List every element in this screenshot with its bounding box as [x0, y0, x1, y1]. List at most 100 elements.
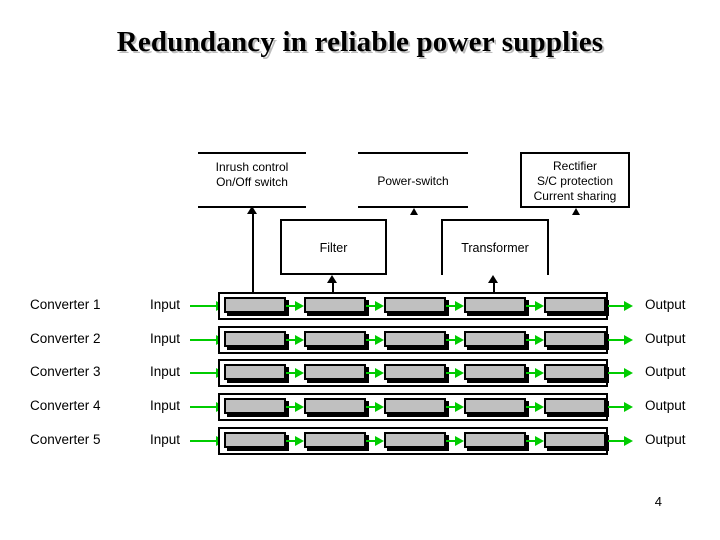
transformer-pointer-arrow-icon — [488, 275, 498, 283]
converter-stage-block-r2-s5 — [544, 331, 606, 347]
inrush-pointer-line — [252, 214, 254, 296]
transformer-pointer-line — [493, 283, 495, 298]
converter-row-output-label-2: Output — [645, 331, 686, 346]
converter-row-input-label-2: Input — [150, 331, 181, 346]
converter-stage-arrow-icon-r1-s1 — [295, 301, 304, 311]
converter-stage-block-r5-s2 — [304, 432, 366, 448]
converter-stage-arrow-icon-r1-s4 — [535, 301, 544, 311]
converter-stage-arrow-icon-r4-s3 — [455, 402, 464, 412]
converter-stage-block-r3-s3 — [384, 364, 446, 380]
converter-stage-arrow-icon-r2-s1 — [295, 335, 304, 345]
converter-row-output-label-5: Output — [645, 432, 686, 447]
converter-stage-block-r3-s2 — [304, 364, 366, 380]
converter-row-output-label-1: Output — [645, 297, 686, 312]
converter-stage-block-r4-s1 — [224, 398, 286, 414]
converter-stage-arrow-icon-r5-s2 — [375, 436, 384, 446]
converter-row-label-3: Converter 3 — [30, 364, 101, 379]
power-switch-pointer-arrow-icon — [410, 208, 418, 215]
converter-input-connector-2 — [190, 339, 218, 341]
converter-stage-connector-r1-s2 — [366, 305, 375, 307]
converter-row-label-5: Converter 5 — [30, 432, 101, 447]
converter-row-input-label-5: Input — [150, 432, 181, 447]
transformer-box: Transformer — [441, 219, 549, 275]
converter-stage-arrow-icon-r4-s4 — [535, 402, 544, 412]
converter-stage-block-r1-s2 — [304, 297, 366, 313]
filter-pointer-arrow-icon — [327, 275, 337, 283]
converter-output-arrow-icon-3 — [624, 368, 633, 378]
converter-input-connector-5 — [190, 440, 218, 442]
converter-row-input-label-1: Input — [150, 297, 181, 312]
converter-row-output-label-3: Output — [645, 364, 686, 379]
converter-stage-block-r2-s1 — [224, 331, 286, 347]
converter-output-connector-5 — [608, 440, 626, 442]
converter-stage-arrow-icon-r5-s3 — [455, 436, 464, 446]
filter-box: Filter — [280, 219, 387, 275]
rectifier-line-2: S/C protection — [536, 174, 614, 188]
converter-row-label-4: Converter 4 — [30, 398, 101, 413]
converter-stage-block-r3-s5 — [544, 364, 606, 380]
converter-stage-block-r4-s4 — [464, 398, 526, 414]
converter-row-label-2: Converter 2 — [30, 331, 101, 346]
converter-stage-block-r2-s2 — [304, 331, 366, 347]
converter-stage-connector-r1-s4 — [526, 305, 535, 307]
converter-stage-connector-r3-s2 — [366, 372, 375, 374]
converter-row-input-label-4: Input — [150, 398, 181, 413]
converter-stage-block-r1-s3 — [384, 297, 446, 313]
converter-stage-connector-r5-s4 — [526, 440, 535, 442]
converter-stage-arrow-icon-r5-s1 — [295, 436, 304, 446]
converter-stage-connector-r3-s3 — [446, 372, 455, 374]
converter-stage-arrow-icon-r1-s2 — [375, 301, 384, 311]
converter-input-connector-3 — [190, 372, 218, 374]
converter-stage-connector-r2-s3 — [446, 339, 455, 341]
rectifier-pointer-arrow-icon — [572, 208, 580, 215]
converter-stage-arrow-icon-r3-s4 — [535, 368, 544, 378]
transformer-box-label: Transformer — [461, 241, 529, 255]
converter-input-connector-1 — [190, 305, 218, 307]
converter-stage-block-r4-s3 — [384, 398, 446, 414]
inrush-control-line-2: On/Off switch — [216, 175, 288, 189]
rectifier-line-1: Rectifier — [552, 159, 597, 173]
converter-row-input-label-3: Input — [150, 364, 181, 379]
converter-stage-block-r1-s1 — [224, 297, 286, 313]
converter-stage-arrow-icon-r4-s2 — [375, 402, 384, 412]
converter-stage-block-r1-s4 — [464, 297, 526, 313]
converter-stage-block-r3-s4 — [464, 364, 526, 380]
rectifier-callout: Rectifier S/C protection Current sharing — [520, 152, 630, 208]
filter-box-label: Filter — [319, 241, 348, 255]
converter-stage-connector-r1-s1 — [286, 305, 295, 307]
converter-stage-connector-r4-s3 — [446, 406, 455, 408]
converter-output-arrow-icon-2 — [624, 335, 633, 345]
converter-stage-connector-r4-s2 — [366, 406, 375, 408]
converter-stage-connector-r4-s1 — [286, 406, 295, 408]
page-number: 4 — [654, 494, 662, 509]
converter-stage-arrow-icon-r1-s3 — [455, 301, 464, 311]
converter-stage-arrow-icon-r2-s4 — [535, 335, 544, 345]
inrush-control-callout: Inrush control On/Off switch — [198, 152, 306, 208]
rectifier-line-3: Current sharing — [533, 189, 617, 203]
converter-stage-connector-r3-s1 — [286, 372, 295, 374]
converter-stage-block-r5-s3 — [384, 432, 446, 448]
converter-row-label-1: Converter 1 — [30, 297, 101, 312]
converter-stage-arrow-icon-r5-s4 — [535, 436, 544, 446]
converter-stage-block-r4-s2 — [304, 398, 366, 414]
converter-stage-arrow-icon-r4-s1 — [295, 402, 304, 412]
converter-input-connector-4 — [190, 406, 218, 408]
converter-stage-block-r1-s5 — [544, 297, 606, 313]
converter-stage-block-r5-s5 — [544, 432, 606, 448]
power-switch-callout: Power-switch — [358, 152, 468, 208]
page-title: Redundancy in reliable power supplies — [116, 26, 604, 58]
converter-stage-connector-r5-s1 — [286, 440, 295, 442]
converter-output-connector-4 — [608, 406, 626, 408]
converter-stage-connector-r2-s4 — [526, 339, 535, 341]
converter-stage-arrow-icon-r2-s2 — [375, 335, 384, 345]
converter-stage-block-r2-s3 — [384, 331, 446, 347]
converter-stage-arrow-icon-r3-s1 — [295, 368, 304, 378]
converter-stage-arrow-icon-r2-s3 — [455, 335, 464, 345]
converter-stage-block-r5-s1 — [224, 432, 286, 448]
inrush-control-line-1: Inrush control — [215, 160, 289, 174]
converter-stage-connector-r5-s2 — [366, 440, 375, 442]
converter-output-connector-3 — [608, 372, 626, 374]
converter-stage-block-r2-s4 — [464, 331, 526, 347]
converter-stage-arrow-icon-r3-s3 — [455, 368, 464, 378]
converter-stage-connector-r2-s2 — [366, 339, 375, 341]
